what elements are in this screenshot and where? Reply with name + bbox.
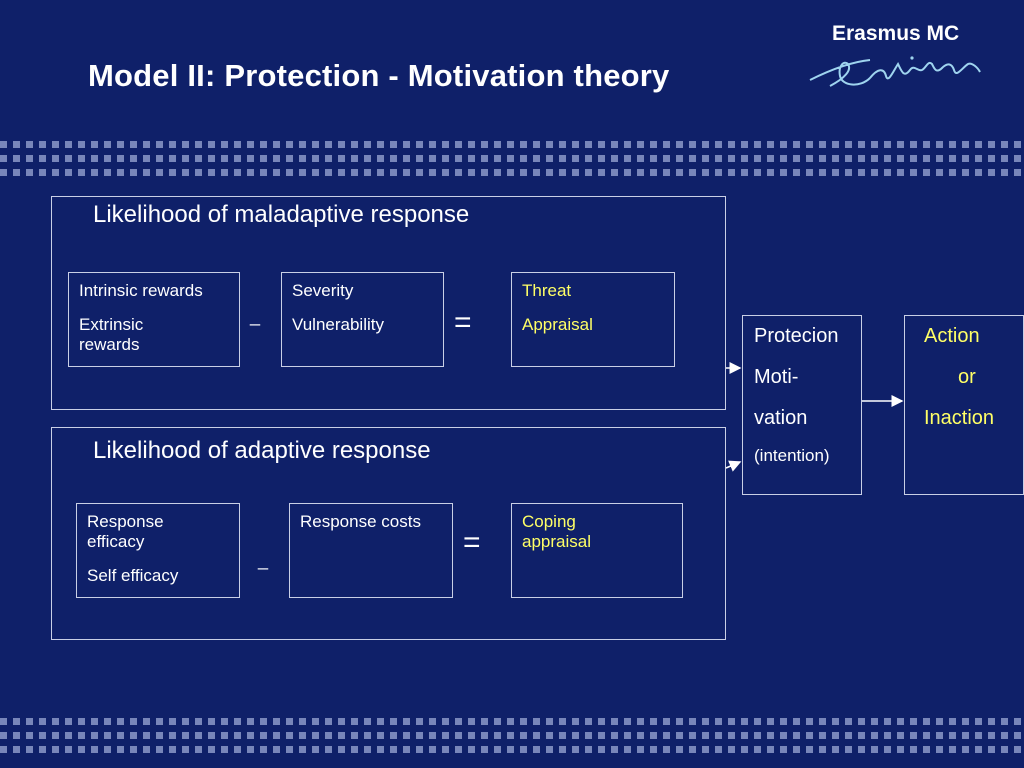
protecion-text: Protecion bbox=[754, 325, 839, 347]
inaction-text: Inaction bbox=[924, 407, 995, 429]
vation-text: vation bbox=[754, 407, 808, 429]
top-dot-band-2 bbox=[0, 155, 1024, 162]
efficacy-box: Response efficacy Self efficacy bbox=[76, 503, 240, 598]
self-efficacy-text: Self efficacy bbox=[87, 566, 179, 585]
intrinsic-rewards-text: Intrinsic rewards bbox=[79, 281, 203, 300]
adaptive-panel bbox=[51, 427, 726, 640]
rewards-box: Intrinsic rewards Extrinsic rewards bbox=[68, 272, 240, 367]
logo-text: Erasmus MC bbox=[832, 22, 960, 45]
maladaptive-panel bbox=[51, 196, 726, 410]
extrinsic-rewards-text: Extrinsic rewards bbox=[79, 315, 144, 354]
erasmus-signature-icon bbox=[809, 56, 981, 87]
bottom-dot-band-1 bbox=[0, 718, 1024, 725]
response-costs-box: Response costs bbox=[289, 503, 453, 598]
top-dot-band-3 bbox=[0, 169, 1024, 176]
maladaptive-label: Likelihood of maladaptive response bbox=[93, 201, 470, 228]
intention-text: (intention) bbox=[754, 446, 830, 465]
maladaptive-minus: _ bbox=[250, 306, 261, 326]
threat-text: Threat bbox=[522, 281, 572, 300]
coping-appraisal-box: Coping appraisal bbox=[511, 503, 683, 598]
top-dot-band-1 bbox=[0, 141, 1024, 148]
slide-title: Model II: Protection - Motivation theory bbox=[88, 58, 670, 93]
response-costs-text: Response costs bbox=[300, 512, 421, 531]
adaptive-label: Likelihood of adaptive response bbox=[93, 437, 431, 464]
moti-text: Moti- bbox=[754, 366, 799, 388]
bottom-dot-band-2 bbox=[0, 732, 1024, 739]
or-text: or bbox=[958, 366, 976, 388]
severity-box: Severity Vulnerability bbox=[281, 272, 444, 367]
threat-appraisal-box: Threat Appraisal bbox=[511, 272, 675, 367]
action-text: Action bbox=[924, 325, 980, 347]
vulnerability-text: Vulnerability bbox=[292, 315, 384, 334]
appraisal-text: Appraisal bbox=[522, 315, 593, 334]
protection-motivation-box: Protecion Moti- vation (intention) bbox=[742, 315, 862, 495]
coping-appraisal-text: Coping appraisal bbox=[522, 512, 591, 551]
response-efficacy-text: Response efficacy bbox=[87, 512, 164, 551]
adaptive-equals: = bbox=[463, 526, 481, 559]
outcome-box: Action or Inaction bbox=[904, 315, 1024, 495]
adaptive-to-motivation-arrow bbox=[725, 460, 742, 472]
severity-text: Severity bbox=[292, 281, 354, 300]
adaptive-minus: _ bbox=[258, 550, 269, 570]
maladaptive-equals: = bbox=[454, 306, 472, 339]
bottom-dot-band-3 bbox=[0, 746, 1024, 753]
erasmus-mc-logo: Erasmus MC bbox=[800, 20, 990, 100]
